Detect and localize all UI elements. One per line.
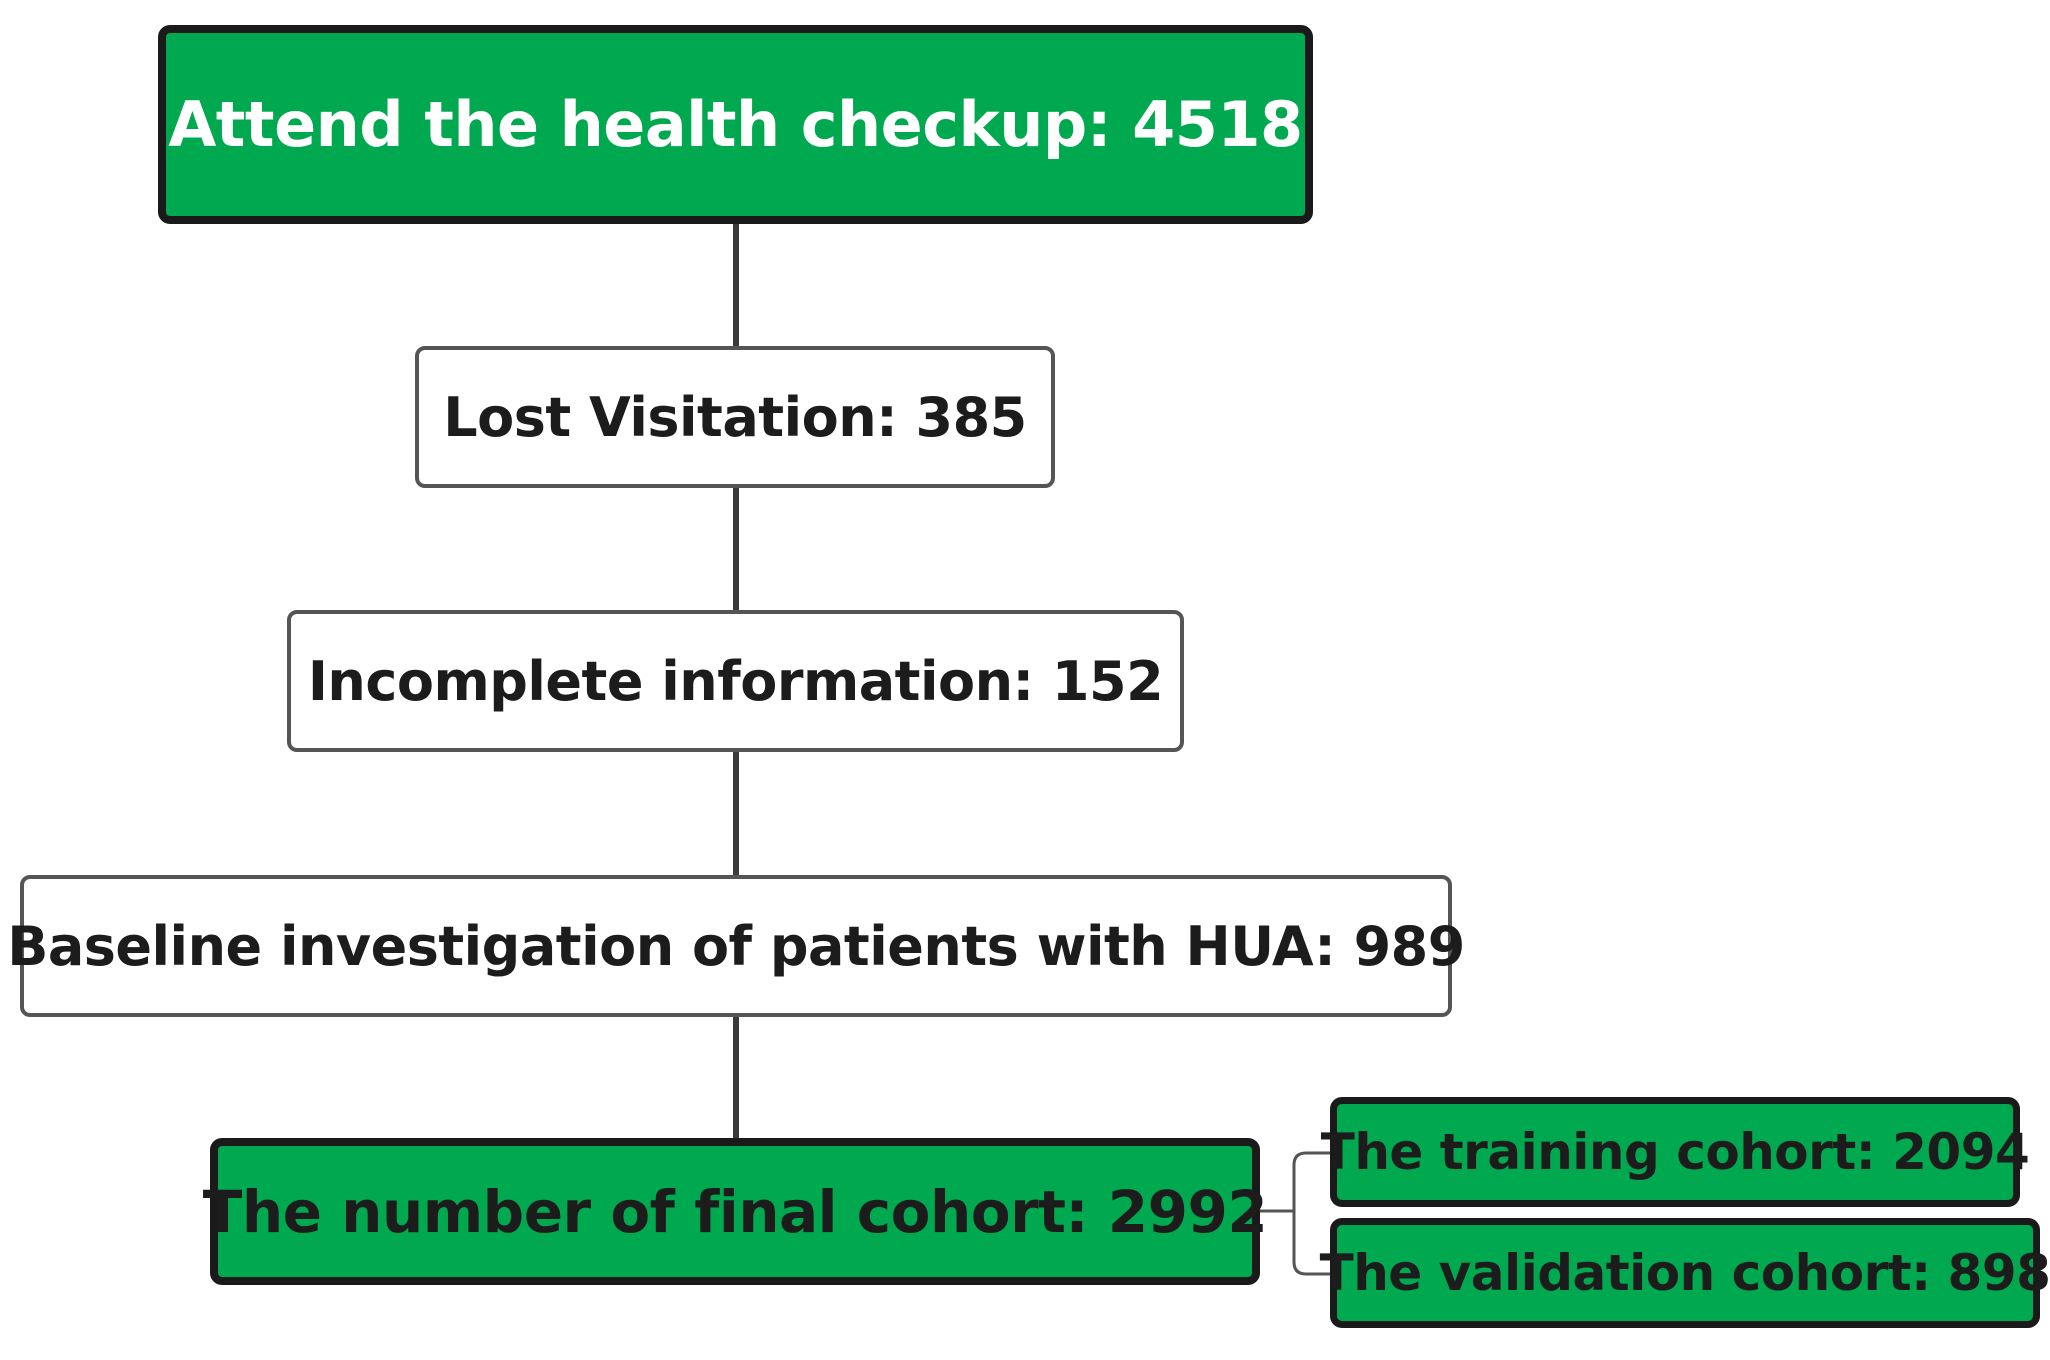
training-cohort-label: The training cohort: 2094 (1320, 1123, 2030, 1181)
lost-visitation-label: Lost Visitation: 385 (443, 385, 1027, 449)
lost-visitation-box: Lost Visitation: 385 (415, 346, 1055, 488)
connector-final-split (1260, 1151, 1330, 1276)
final-cohort-box: The number of final cohort: 2992 (203, 1138, 1268, 1285)
incomplete-information-label: Incomplete information: 152 (307, 649, 1164, 713)
training-cohort-box: The training cohort: 2094 (1321, 1097, 2030, 1207)
attend-health-checkup-label: Attend the health checkup: 4518 (168, 88, 1303, 161)
baseline-investigation-label: Baseline investigation of patients with … (7, 914, 1465, 978)
attend-health-checkup-box: Attend the health checkup: 4518 (158, 25, 1313, 224)
validation-cohort-label: The validation cohort: 898 (1319, 1244, 2050, 1302)
incomplete-information-box: Incomplete information: 152 (287, 610, 1184, 752)
validation-cohort-box: The validation cohort: 898 (1320, 1218, 2050, 1328)
baseline-investigation-box: Baseline investigation of patients with … (7, 875, 1465, 1017)
final-cohort-label: The number of final cohort: 2992 (202, 1177, 1268, 1246)
